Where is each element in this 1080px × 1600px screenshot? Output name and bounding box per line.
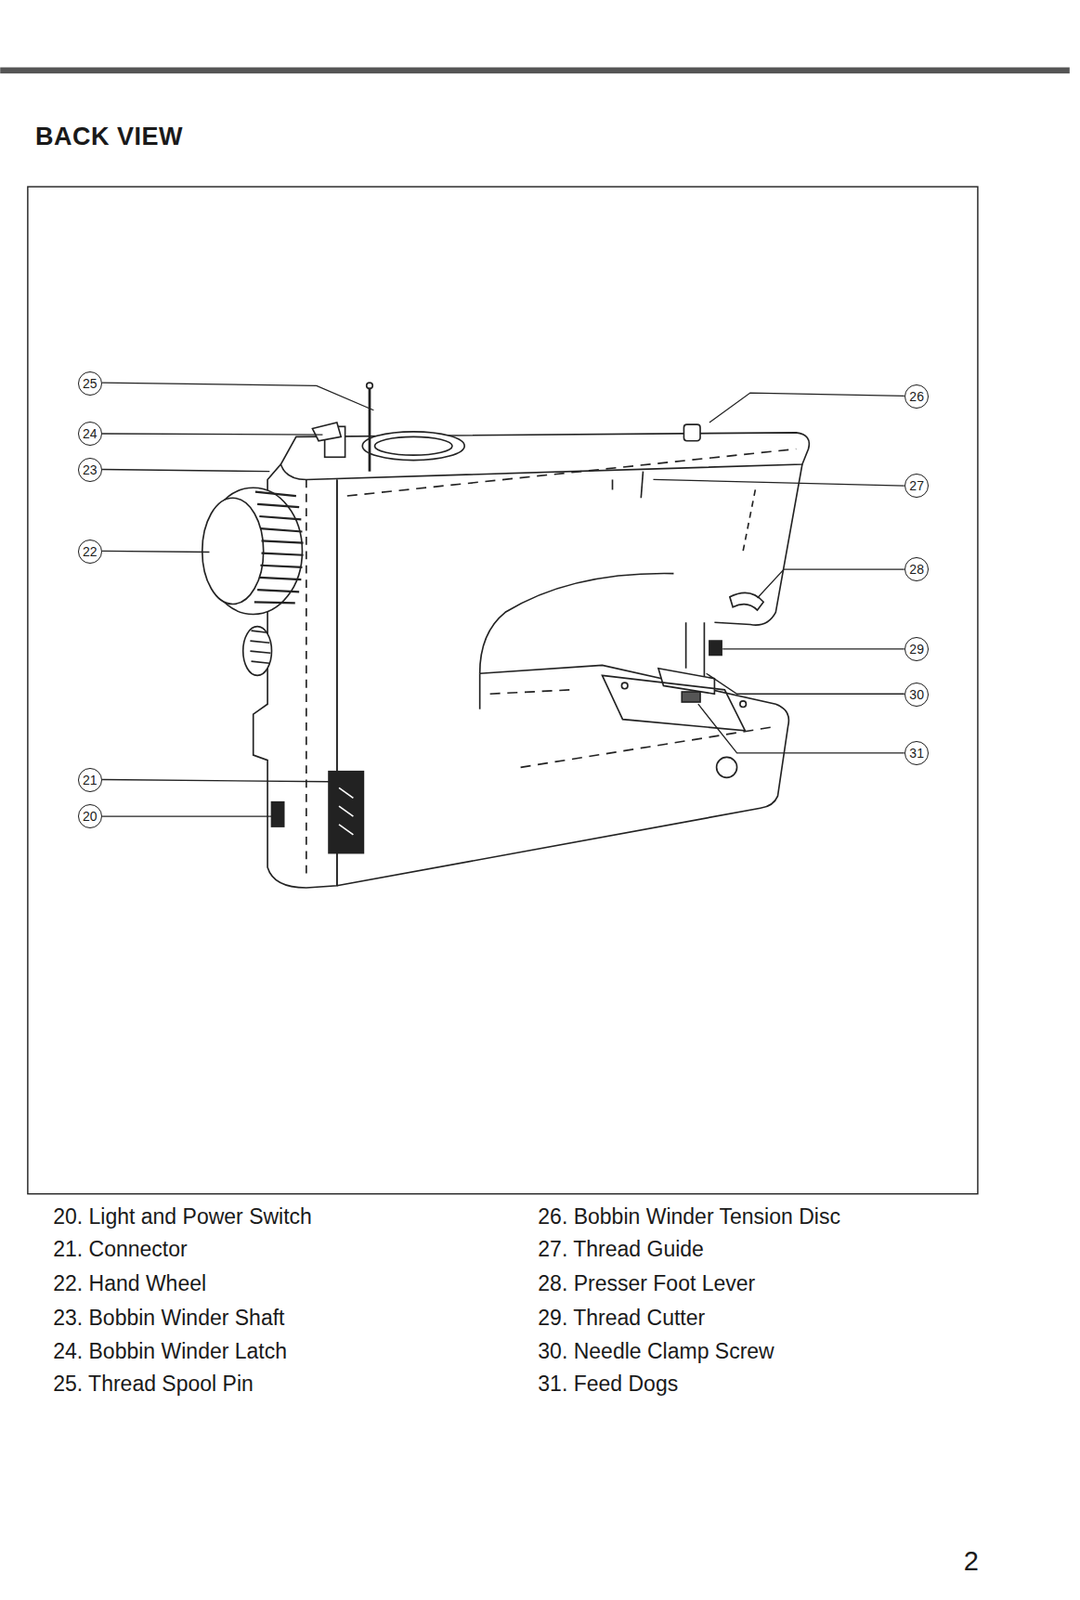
callout-number: 23 [78,457,103,482]
presser-lever [729,592,764,611]
top-window [362,431,465,461]
plate-screw [740,701,747,708]
callout-number: 27 [904,473,929,498]
hidden-line [305,479,308,878]
knob-grip [249,630,271,664]
callout-number: 21 [78,767,103,793]
cover-seam [611,479,614,490]
callout-number: 24 [78,421,103,446]
part-list-item: 23. Bobbin Winder Shaft [52,1305,285,1331]
leader-line [652,479,904,486]
top-window-inner [374,436,453,456]
plate-screw [621,682,628,690]
connector [328,771,364,854]
leader-line [722,648,905,650]
callout-number: 25 [78,371,103,396]
machine-body [202,382,810,888]
part-list-item: 27. Thread Guide [537,1236,704,1263]
callout-number: 22 [78,539,103,564]
spool-pin [368,388,372,472]
bed-edge [479,673,482,709]
leader-line [757,569,905,599]
leader-line [102,382,374,411]
part-list-item: 22. Hand Wheel [52,1271,207,1297]
part-list-item: 25. Thread Spool Pin [52,1371,254,1397]
part-list-item: 28. Presser Foot Lever [537,1271,755,1297]
hand-wheel-grip [254,492,304,604]
callout-number: 20 [78,804,103,829]
part-list-item: 31. Feed Dogs [537,1371,678,1397]
presser-foot [658,668,715,694]
needle-bar [686,622,705,678]
hidden-line [490,689,573,694]
thread-guide [640,471,643,499]
bed-cover [716,756,738,778]
part-list-item: 24. Bobbin Winder Latch [52,1339,287,1365]
part-list-item: 20. Light and Power Switch [52,1204,313,1230]
knob [243,626,273,677]
spool-pin-tip [366,382,374,390]
part-list-item: 26. Bobbin Winder Tension Disc [537,1204,841,1230]
page-title: BACK VIEW [35,122,183,152]
thread-cutter [709,640,722,655]
hidden-line [520,726,777,768]
leader-line [102,780,329,782]
callout-number: 30 [904,682,929,707]
leader-line [102,550,209,552]
part-list-item: 30. Needle Clamp Screw [537,1339,774,1365]
arm-opening [480,572,675,674]
leader-lines [102,382,905,817]
leader-line [698,703,905,754]
connector-pins [338,787,353,835]
leader-line [102,433,323,435]
callout-number: 26 [904,384,929,409]
needle-plate [602,675,746,730]
callout-number: 31 [904,741,929,766]
bobbin-latch [312,422,341,442]
leader-line [709,392,905,423]
part-list-item: 21. Connector [52,1236,187,1263]
leader-line [706,673,905,694]
hidden-line [742,489,755,551]
feed-dogs [681,691,701,703]
head [714,464,803,625]
callout-number: 28 [904,557,929,582]
tension-disc [683,424,701,442]
figure-frame [27,186,978,1195]
leader-line [102,468,270,471]
part-list-item: 29. Thread Cutter [537,1305,705,1331]
bed [337,664,790,885]
leader-line [102,815,272,817]
top-rule [0,67,1070,75]
hand-wheel-face [202,497,264,604]
callout-number: 29 [904,637,929,662]
page-number: 2 [963,1546,979,1577]
power-switch [272,802,285,827]
